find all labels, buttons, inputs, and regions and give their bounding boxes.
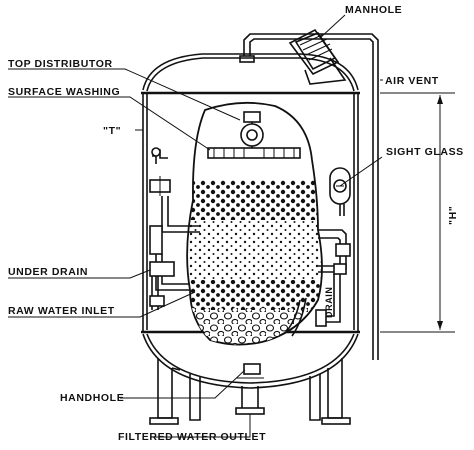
label-top-distributor: TOP DISTRIBUTOR [8, 58, 113, 70]
bottom-outlet [235, 377, 265, 415]
label-t-dimension: "T" [103, 125, 121, 137]
label-drain: DRAIN [324, 287, 334, 319]
leader-lines [8, 14, 383, 438]
label-raw-water-inlet: RAW WATER INLET [8, 305, 115, 317]
label-manhole: MANHOLE [345, 4, 402, 16]
left-front-piping [149, 147, 200, 310]
manhole [288, 28, 347, 85]
dimension-lines [380, 92, 455, 333]
labels: MANHOLE TOP DISTRIBUTOR SURFACE WASHING … [8, 4, 464, 443]
sight-glass [329, 167, 351, 216]
label-surface-washing: SURFACE WASHING [8, 86, 120, 98]
label-handhole: HANDHOLE [60, 392, 124, 404]
top-vent-pipe [239, 33, 379, 360]
right-front-piping [315, 229, 351, 327]
label-under-drain: UNDER DRAIN [8, 266, 88, 278]
label-sight-glass: SIGHT GLASS [386, 146, 464, 158]
label-air-vent: AIR VENT [385, 75, 439, 87]
handhole [243, 363, 261, 375]
support-legs [149, 358, 351, 425]
label-filtered-water-outlet: FILTERED WATER OUTLET [118, 431, 266, 443]
label-h-dimension: "H" [447, 206, 459, 225]
media-cutaway [186, 101, 323, 346]
